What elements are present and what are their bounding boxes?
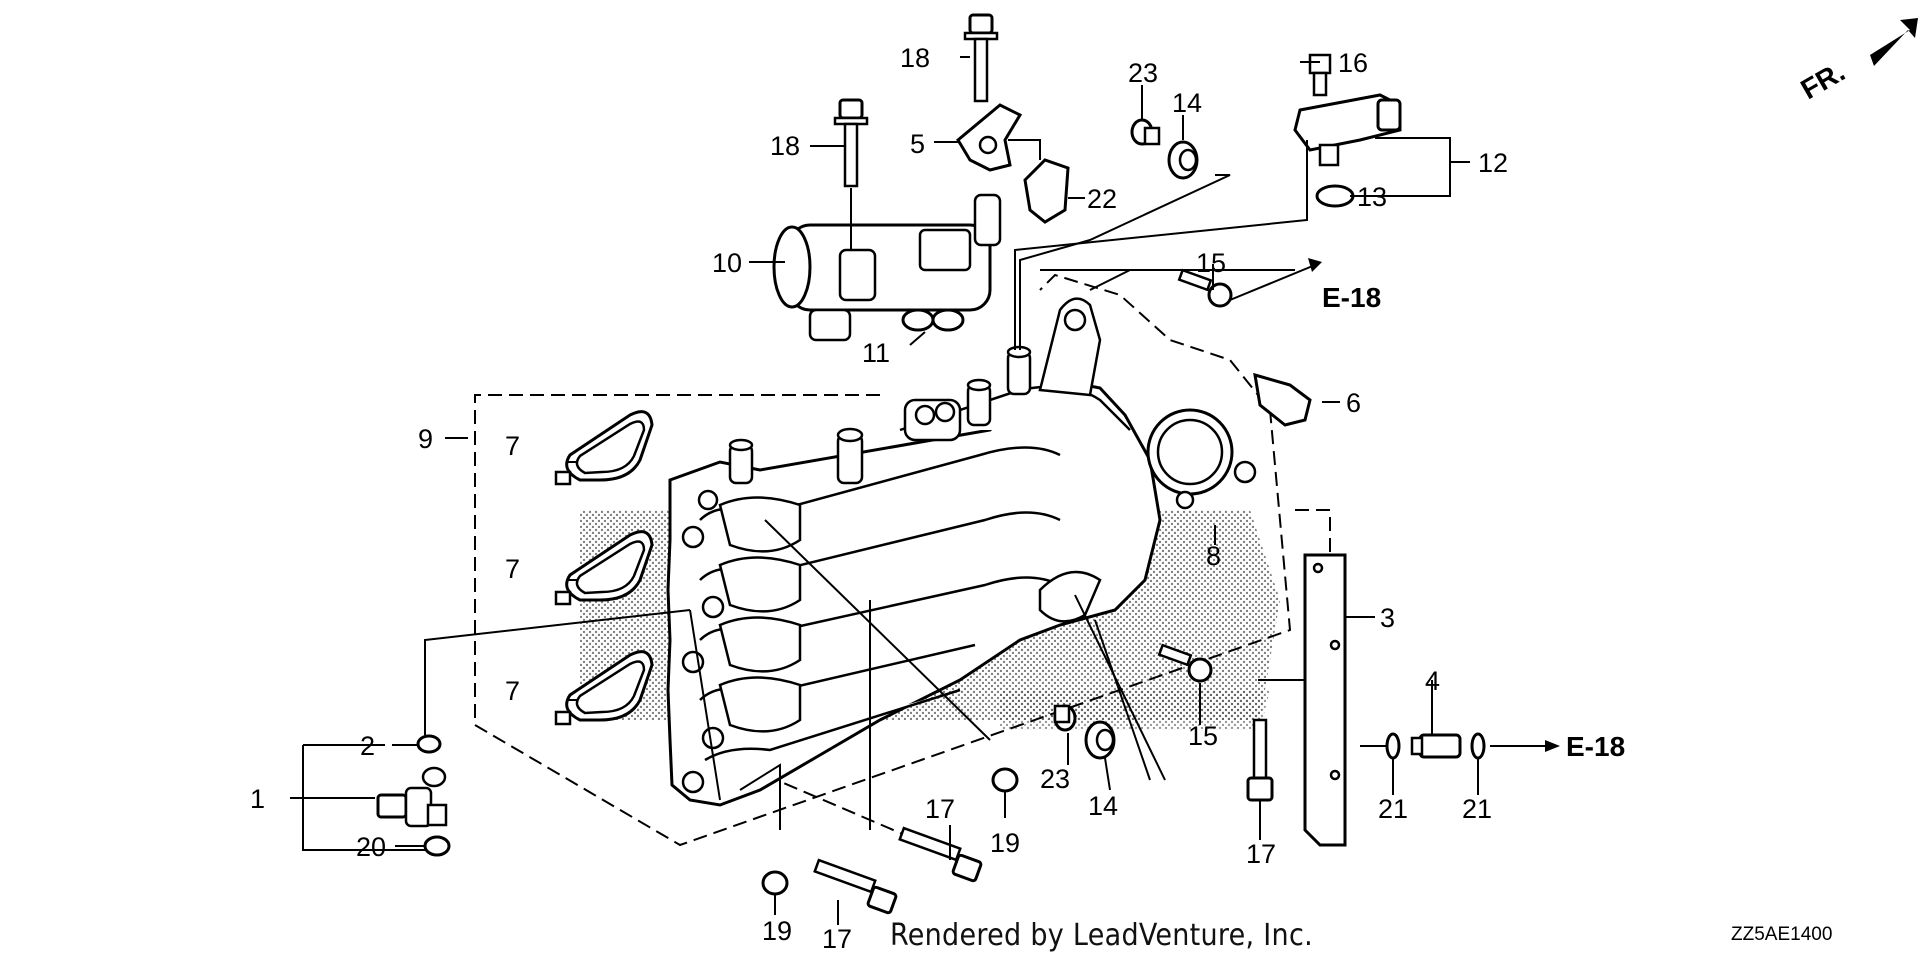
label-14-top: 14 xyxy=(1172,88,1202,118)
label-17-mid: 17 xyxy=(925,794,955,824)
clamp-6 xyxy=(1253,372,1312,427)
label-19-right: 19 xyxy=(990,828,1020,858)
label-23-bottom: 23 xyxy=(1040,764,1070,794)
o-ring-13 xyxy=(1315,184,1355,208)
label-22: 22 xyxy=(1087,184,1117,214)
label-17-left: 17 xyxy=(822,924,852,954)
front-arrow-icon: FR. xyxy=(1796,18,1918,105)
label-4: 4 xyxy=(1425,666,1440,696)
control-valve-10 xyxy=(772,193,1002,342)
bracket-3 xyxy=(1303,553,1347,847)
gasket-8 xyxy=(1146,408,1257,510)
washer-2 xyxy=(416,734,442,754)
grommet-14-bottom xyxy=(1084,720,1116,760)
label-17-right: 17 xyxy=(1246,839,1276,869)
bolt-17-mid xyxy=(898,826,983,883)
seal-11 xyxy=(901,308,965,332)
label-7-bottom: 7 xyxy=(505,676,520,706)
gasket-7-bottom xyxy=(554,650,654,726)
bolt-17-right xyxy=(1246,718,1274,802)
label-21-right: 21 xyxy=(1462,794,1492,824)
label-12: 12 xyxy=(1478,148,1508,178)
label-10: 10 xyxy=(712,248,742,278)
label-6: 6 xyxy=(1346,388,1361,418)
label-19-left: 19 xyxy=(762,916,792,946)
fitting-4 xyxy=(1410,733,1462,759)
gasket-7-top xyxy=(554,410,654,486)
nut-19-left xyxy=(761,870,789,896)
nut-19-right xyxy=(991,767,1019,793)
gasket-7-middle xyxy=(554,530,654,606)
credit-text: Rendered by LeadVenture, Inc. xyxy=(890,918,1313,953)
part-labels: 18 18 5 22 10 11 23 14 16 12 13 15 E-18 … xyxy=(250,43,1625,954)
label-11: 11 xyxy=(862,338,890,368)
sensor-12 xyxy=(1293,53,1402,167)
clip-22 xyxy=(1023,158,1070,224)
label-7-top: 7 xyxy=(505,431,520,461)
label-15-top: 15 xyxy=(1196,248,1226,278)
bolt-15-top xyxy=(1177,268,1233,308)
bolt-18-left xyxy=(833,98,869,188)
label-16: 16 xyxy=(1338,48,1368,78)
label-23-top: 23 xyxy=(1128,58,1158,88)
label-7-middle: 7 xyxy=(505,554,520,584)
bolt-15-bottom xyxy=(1157,643,1213,683)
label-1: 1 xyxy=(250,784,265,814)
label-21-left: 21 xyxy=(1378,794,1408,824)
washer-21-left xyxy=(1385,732,1401,760)
diagram-code: ZZ5AE1400 xyxy=(1731,924,1833,945)
label-13: 13 xyxy=(1357,182,1387,212)
front-marker-label: FR. xyxy=(1796,56,1851,105)
label-15-bottom: 15 xyxy=(1188,721,1218,751)
washer-20 xyxy=(423,835,451,857)
label-18-left: 18 xyxy=(770,131,800,161)
washer-21-right xyxy=(1470,732,1486,760)
label-20: 20 xyxy=(356,832,386,862)
grommet-14-top xyxy=(1167,140,1199,180)
label-2: 2 xyxy=(360,731,375,761)
label-5: 5 xyxy=(910,129,925,159)
label-14-bottom: 14 xyxy=(1088,791,1118,821)
leader-lines xyxy=(290,56,1560,925)
plug-23-bottom xyxy=(1053,704,1077,732)
label-9: 9 xyxy=(418,424,433,454)
label-3: 3 xyxy=(1380,603,1395,633)
label-8: 8 xyxy=(1206,541,1221,571)
bolt-17-left xyxy=(813,858,898,915)
ref-e18-right: E-18 xyxy=(1566,731,1625,762)
label-18-top: 18 xyxy=(900,43,930,73)
bolt-18-top xyxy=(963,13,999,103)
bracket-5 xyxy=(956,103,1023,172)
sensor-1 xyxy=(376,766,448,828)
plug-23-top xyxy=(1130,118,1161,146)
ref-e18-top: E-18 xyxy=(1322,282,1381,313)
